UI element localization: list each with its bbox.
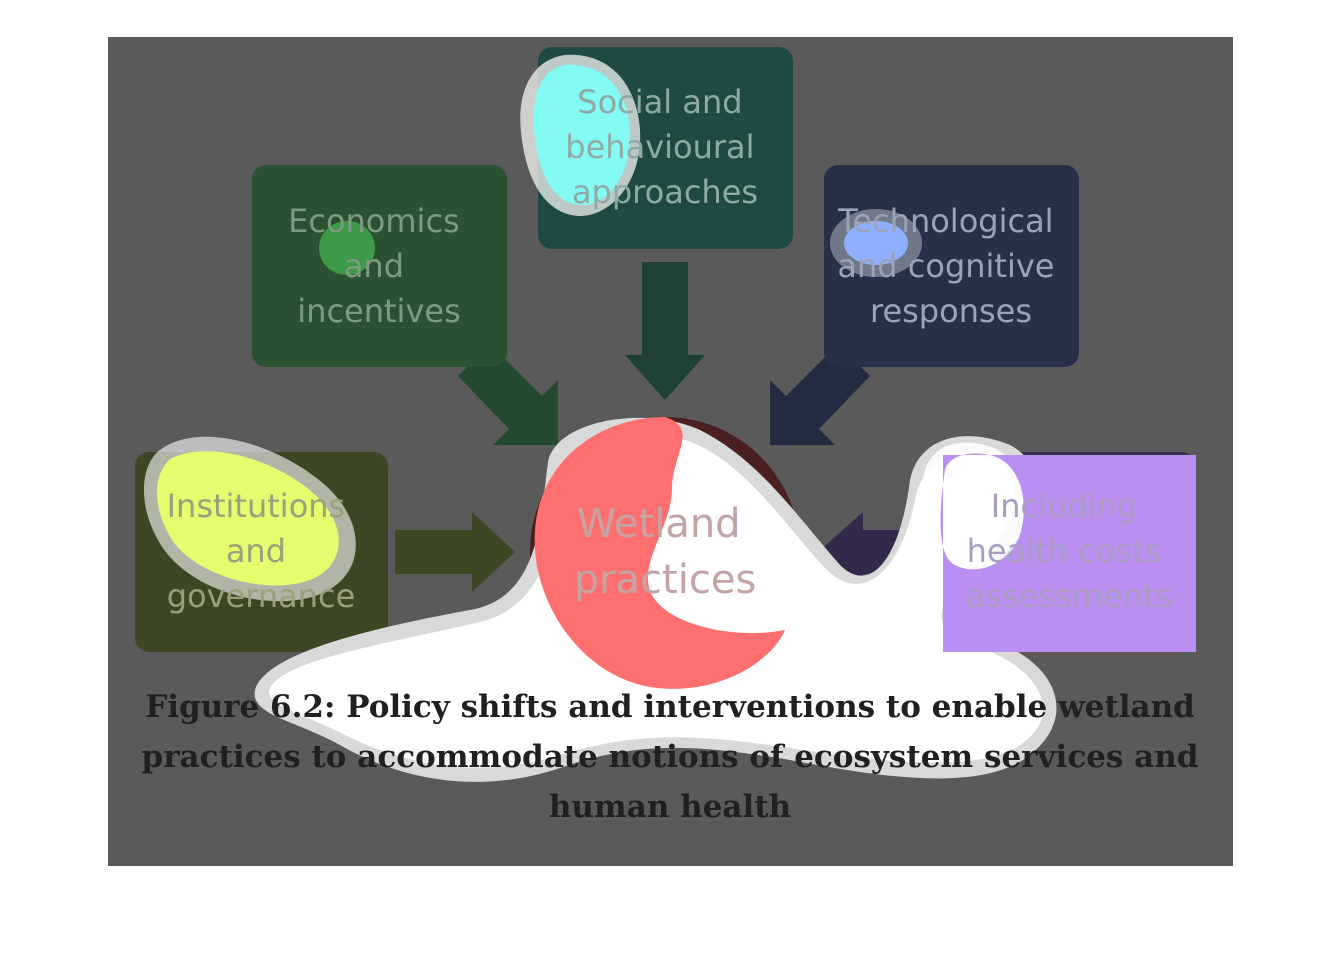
label-including-line-1: Including <box>991 487 1137 525</box>
label-including-line-3: assessments <box>966 577 1172 615</box>
highlight-economics-dot <box>319 221 375 275</box>
label-wetland-practices: Wetland practices <box>574 501 757 603</box>
label-social-line-3: approaches <box>572 173 758 211</box>
label-including-health-costs: Including health costs assessments <box>966 487 1172 615</box>
highlight-tech-dot <box>844 221 908 265</box>
label-technological-cognitive: Technological and cognitive responses <box>837 202 1064 330</box>
label-economics-line-2: and <box>344 247 404 285</box>
highlight-spill-region <box>268 433 1044 768</box>
label-center-line-2: practices <box>574 557 757 603</box>
caption-figure-number: Figure 6.2: <box>145 689 336 725</box>
label-including-line-2: health costs <box>967 532 1162 570</box>
label-institutions-line-3: governance <box>167 577 356 615</box>
label-economics-line-1: Economics <box>288 202 460 240</box>
caption-text: Policy shifts and interventions to enabl… <box>141 689 1199 825</box>
label-institutions-governance: Institutions and governance <box>167 487 356 615</box>
highlight-including-blob <box>940 453 1196 652</box>
label-institutions-line-2: and <box>226 532 286 570</box>
highlight-institutions-blob <box>157 451 339 586</box>
label-center-line-1: Wetland <box>577 501 741 547</box>
label-economics-incentives: Economics and incentives <box>288 202 470 330</box>
label-tech-line-2: and cognitive <box>837 247 1054 285</box>
label-institutions-line-1: Institutions <box>167 487 346 525</box>
highlight-social-blob <box>533 64 631 205</box>
box-technological-cognitive <box>824 165 1079 367</box>
label-tech-line-1: Technological <box>837 202 1053 240</box>
arrow-from-top-right <box>770 344 870 445</box>
label-economics-line-3: incentives <box>297 292 460 330</box>
label-tech-line-3: responses <box>870 292 1032 330</box>
arrow-from-top <box>625 262 705 400</box>
box-economics-incentives <box>252 165 507 367</box>
arrow-from-top-left <box>458 344 558 445</box>
label-social-line-2: behavioural <box>565 128 754 166</box>
highlight-center-blob <box>534 417 785 689</box>
arrow-from-left <box>395 512 515 592</box>
label-social-line-1: Social and <box>577 83 742 121</box>
label-social-behavioural: Social and behavioural approaches <box>565 83 764 211</box>
figure-caption: Figure 6.2: Policy shifts and interventi… <box>140 682 1200 832</box>
